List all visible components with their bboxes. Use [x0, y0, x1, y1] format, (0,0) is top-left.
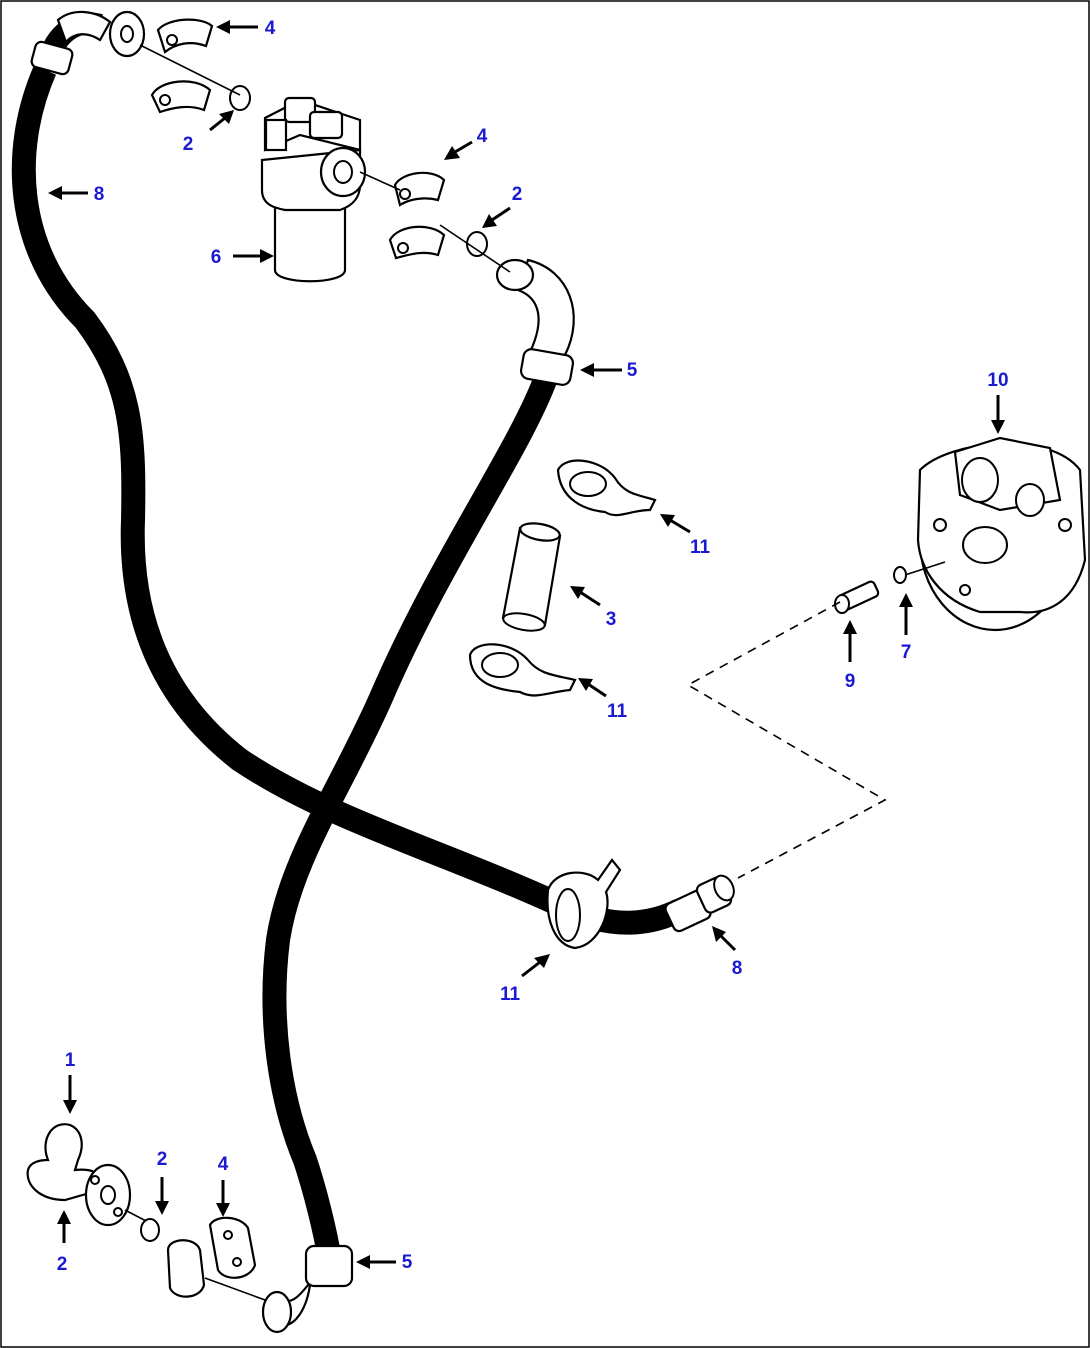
split-flange-4-bottom [166, 1216, 257, 1298]
callout-2-bottom-left: 2 [57, 1254, 68, 1275]
hose-8-top-elbow [56, 10, 112, 45]
callout-4-top: 4 [265, 18, 276, 39]
clamp-11-top [556, 459, 657, 517]
callout-11-top: 11 [690, 537, 711, 558]
callout-2-bottom: 2 [157, 1149, 168, 1170]
callout-4-middle: 4 [477, 126, 488, 147]
pump-10 [916, 436, 1087, 632]
hose-5 [261, 258, 575, 1334]
callout-5-top: 5 [627, 360, 638, 381]
hose-5-bottom-ferrule [304, 1244, 354, 1288]
fitting-9 [834, 580, 880, 614]
split-flange-4-middle [388, 171, 488, 260]
hose-5-top-ferrule [519, 348, 575, 386]
o-ring-2-middle [466, 231, 488, 257]
callout-4-bottom: 4 [218, 1154, 229, 1175]
callout-1: 1 [65, 1050, 76, 1071]
hose-5-top-flange [495, 258, 535, 292]
callout-9: 9 [845, 671, 856, 692]
callout-8-bottom: 8 [732, 958, 743, 979]
sleeve-3 [501, 522, 562, 632]
callout-3: 3 [606, 609, 617, 630]
filter-6 [260, 96, 367, 283]
callout-2-middle: 2 [512, 184, 523, 205]
callout-11-middle: 11 [607, 701, 628, 722]
clamp-11-bottom [546, 858, 622, 950]
callout-7: 7 [901, 642, 912, 663]
o-ring-2-top [229, 85, 251, 111]
hose-5-bottom-flange [261, 1290, 293, 1334]
filter-canister [273, 203, 347, 283]
callout-labels: 1 2 2 2 2 3 4 4 4 5 5 6 7 8 8 9 10 11 11… [57, 18, 1009, 1275]
clamp-11-middle [468, 643, 577, 697]
o-ring-2-bottom [140, 1218, 160, 1242]
callout-10: 10 [987, 370, 1008, 391]
callout-5-bottom: 5 [402, 1252, 413, 1273]
callout-2-top: 2 [183, 134, 194, 155]
hose-8-top-ferrule [30, 40, 74, 76]
callout-8-left: 8 [94, 184, 105, 205]
callout-11-bottom: 11 [500, 984, 521, 1005]
washer-7 [893, 566, 907, 584]
split-flange-4-top [150, 18, 251, 114]
callout-6: 6 [211, 247, 222, 268]
callout-arrows [48, 20, 1005, 1269]
elbow-1 [26, 1123, 132, 1227]
